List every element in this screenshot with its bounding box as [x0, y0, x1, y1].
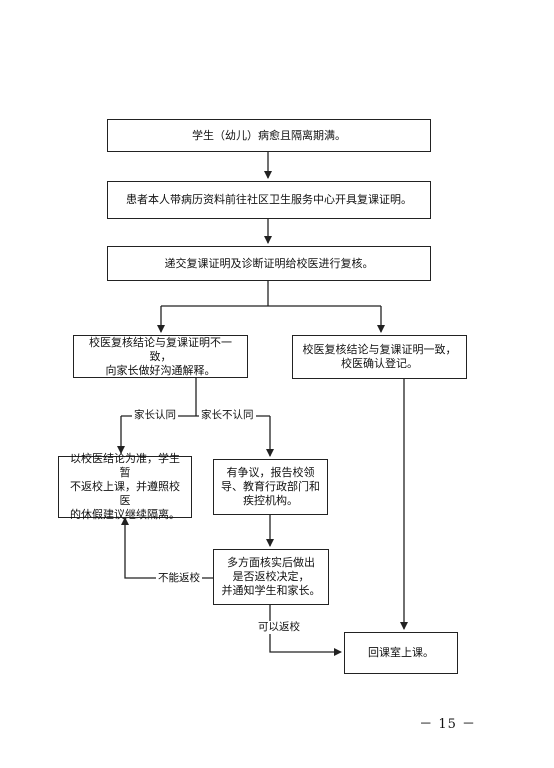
isolation-line-1: 以校医结论为准，学生暂: [70, 452, 180, 479]
verify-line-3: 并通知学生和家长。: [221, 584, 321, 597]
step1-box: 学生（幼儿）病愈且隔离期满。: [107, 119, 431, 152]
verify-box: 多方面核实后做出 是否返校决定， 并通知学生和家长。: [213, 549, 329, 605]
return-class-text: 回课室上课。: [368, 646, 434, 659]
step2-box: 患者本人带病历资料前往社区卫生服务中心开具复课证明。: [107, 181, 431, 219]
arrow-verify-return: [269, 605, 342, 656]
match-line-2: 校医确认登记。: [341, 357, 418, 370]
match-box: 校医复核结论与复课证明一致， 校医确认登记。: [292, 335, 467, 379]
mismatch-line-2: 向家长做好沟通解释。: [105, 363, 216, 377]
dispute-box: 有争议，报告校领 导、教育行政部门和 疾控机构。: [213, 459, 328, 515]
step1-text: 学生（幼儿）病愈且隔离期满。: [192, 128, 346, 142]
step3-box: 递交复课证明及诊断证明给校医进行复核。: [107, 246, 431, 281]
mismatch-line-1: 校医复核结论与复课证明不一致，: [89, 335, 232, 363]
arrow-verify-isolation: [121, 517, 213, 579]
dispute-line-1: 有争议，报告校领: [226, 466, 315, 479]
step2-text: 患者本人带病历资料前往社区卫生服务中心开具复课证明。: [126, 193, 412, 206]
verify-line-2: 是否返校决定，: [232, 570, 310, 583]
step3-text: 递交复课证明及诊断证明给校医进行复核。: [164, 256, 374, 270]
dispute-line-3: 疾控机构。: [243, 494, 298, 507]
isolation-line-3: 的休假建议继续隔离。: [70, 508, 180, 521]
verify-line-1: 多方面核实后做出: [227, 556, 315, 569]
return-class-box: 回课室上课。: [344, 632, 458, 674]
match-line-1: 校医复核结论与复课证明一致，: [302, 343, 457, 356]
parent-disagree-label: 家长不认同: [199, 409, 256, 422]
isolation-line-2: 不返校上课，并遵照校医: [70, 480, 180, 507]
dispute-line-2: 导、教育行政部门和: [221, 480, 320, 493]
mismatch-box: 校医复核结论与复课证明不一致， 向家长做好沟通解释。: [73, 335, 248, 378]
can-return-label: 可以返校: [256, 621, 302, 634]
parent-agree-label: 家长认同: [132, 409, 178, 422]
isolation-box: 以校医结论为准，学生暂 不返校上课，并遵照校医 的休假建议继续隔离。: [58, 452, 192, 521]
cannot-return-label: 不能返校: [156, 572, 202, 585]
page-number: － 15 －: [419, 717, 476, 732]
